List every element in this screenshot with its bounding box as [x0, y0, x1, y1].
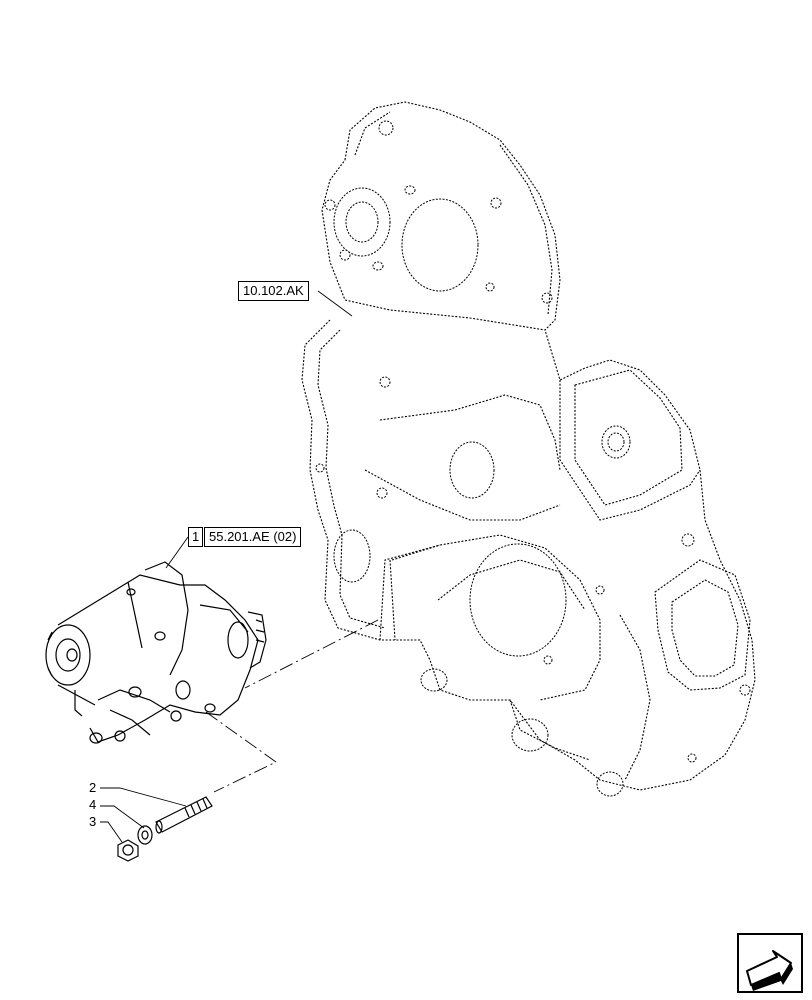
timing-cover-holes	[315, 120, 751, 797]
leader-lines	[100, 290, 353, 843]
callout-bolt: 2	[89, 780, 97, 795]
next-page-button[interactable]	[737, 933, 803, 993]
starter-reference-label[interactable]: 55.201.AE (02)	[204, 527, 302, 547]
washer	[137, 825, 153, 845]
cover-reference-label[interactable]: 10.102.AK	[238, 281, 309, 301]
flange-nut	[117, 839, 139, 862]
starter-item-number: 1	[188, 527, 204, 547]
timing-cover-outline	[301, 101, 756, 791]
next-page-arrow-icon	[737, 933, 803, 993]
starter-motor	[45, 561, 267, 744]
assembly-center-lines	[205, 619, 379, 793]
callout-washer: 4	[89, 797, 97, 812]
mounting-bolt	[155, 796, 213, 834]
callout-nut: 3	[89, 814, 97, 829]
